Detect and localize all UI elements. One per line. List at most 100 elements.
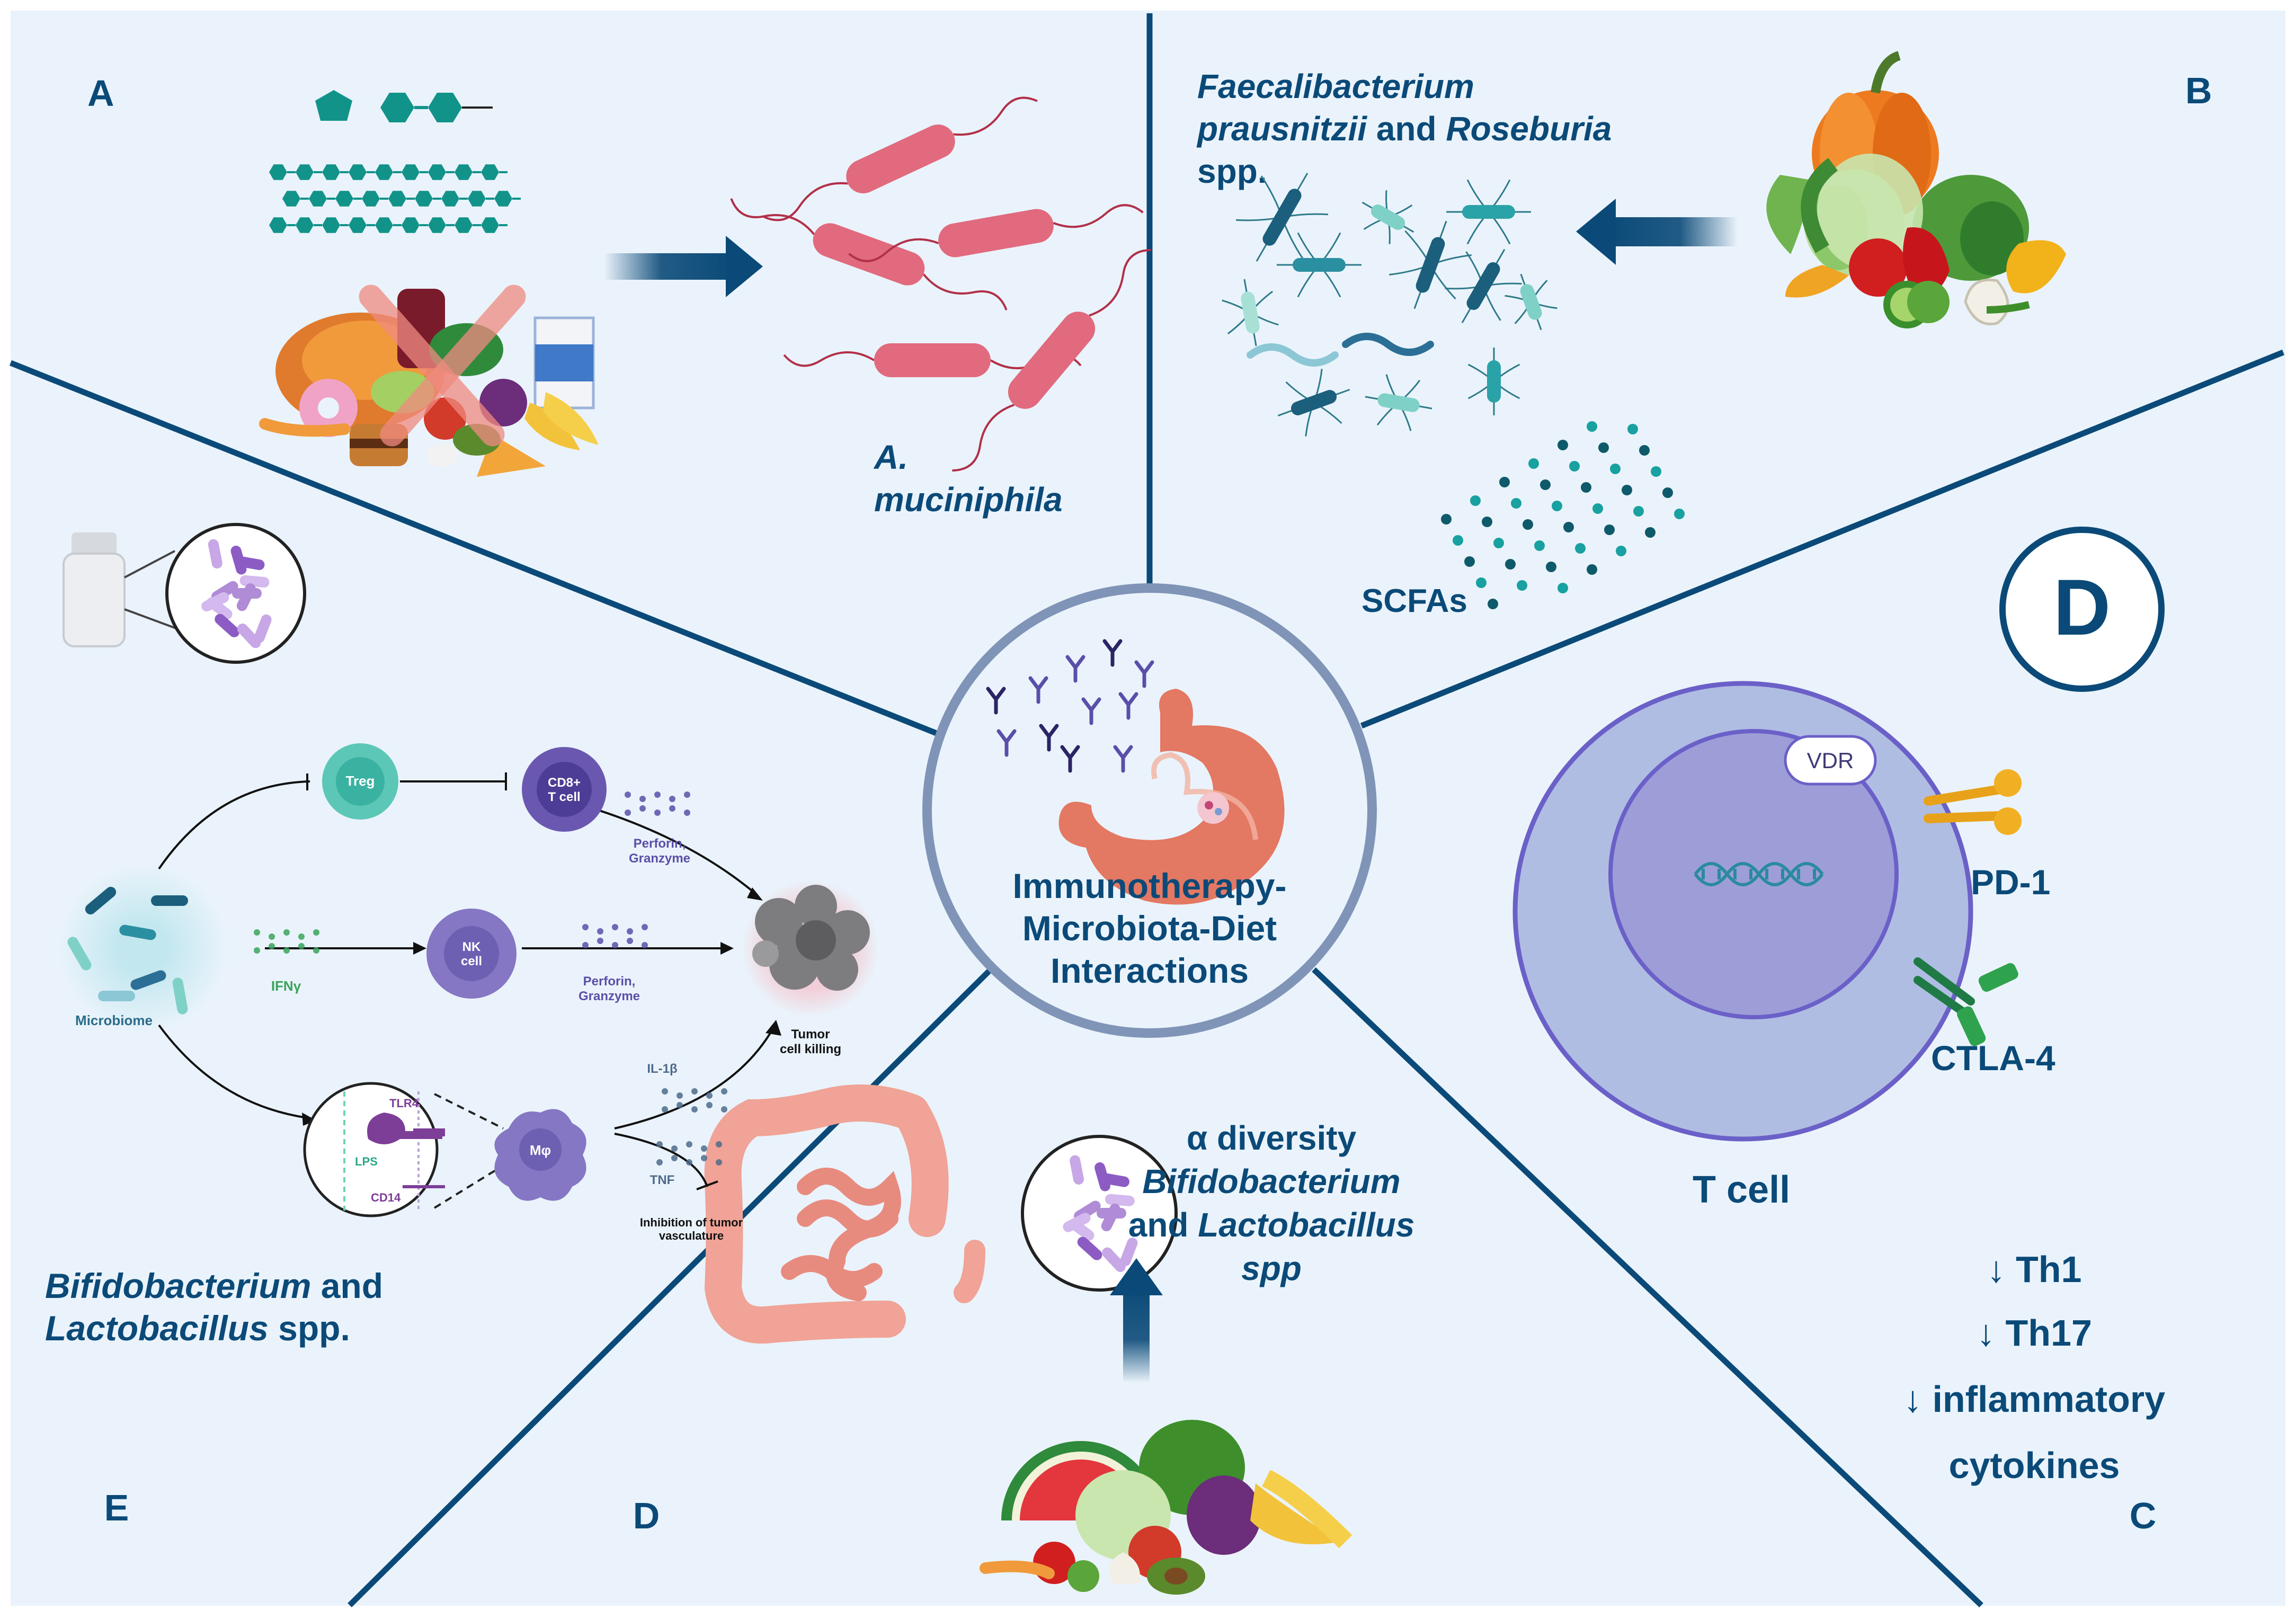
arrow-left-icon bbox=[1576, 199, 1738, 265]
arrow-up-icon bbox=[1110, 1258, 1163, 1383]
panel-d-and: and bbox=[1128, 1206, 1198, 1244]
perforin1-line1: Perforin, bbox=[634, 837, 686, 851]
microbiome-bacteria-icon bbox=[67, 886, 188, 1015]
tnf-label: TNF bbox=[650, 1173, 675, 1187]
ctla4-label: CTLA-4 bbox=[1931, 1038, 2055, 1078]
panel-d: D α diversity Bifidobacterium and Lactob… bbox=[633, 1084, 1415, 1595]
panel-b-title-and: and bbox=[1367, 110, 1446, 148]
polysaccharide-icon bbox=[315, 90, 493, 122]
divider-d-e bbox=[348, 967, 993, 1607]
microbiome-label: Microbiome bbox=[75, 1012, 153, 1028]
cd14-label: CD14 bbox=[371, 1191, 401, 1204]
pd1-receptor-icon bbox=[1924, 769, 2022, 835]
center-title-line1: Immunotherapy- bbox=[1012, 866, 1286, 905]
bacteria-name-line1: A. bbox=[873, 438, 908, 476]
scfa-label: SCFAs bbox=[1361, 583, 1467, 619]
lps-label: LPS bbox=[355, 1155, 378, 1168]
treg-label: Treg bbox=[346, 773, 375, 789]
microbiome-cluster bbox=[58, 864, 228, 1033]
nk-label-line1: NK bbox=[462, 940, 481, 954]
panel-e-lacto: Lactobacillus bbox=[45, 1309, 269, 1348]
arrow-right-icon bbox=[604, 236, 763, 297]
panel-e-bifido: Bifidobacterium bbox=[45, 1266, 311, 1305]
stomach-icon bbox=[1058, 689, 1285, 905]
il1b-label: IL-1β bbox=[647, 1062, 677, 1076]
butyrate-bacteria-icon bbox=[1222, 173, 1558, 437]
panel-d-letter: D bbox=[633, 1495, 660, 1536]
center-title-line2: Microbiota-Diet bbox=[1022, 909, 1277, 948]
akkermansia-bacteria-icon bbox=[730, 96, 1151, 472]
effect-th1: ↓ Th1 bbox=[1987, 1249, 2082, 1290]
bacteria-name-line2: muciniphila bbox=[874, 481, 1063, 519]
perforin2-line1: Perforin, bbox=[583, 974, 636, 989]
panel-b-title-species: prausnitzii bbox=[1196, 110, 1367, 148]
tumor-cells-icon bbox=[752, 885, 870, 991]
panel-d-line3: and Lactobacillus bbox=[1128, 1206, 1415, 1244]
t-cell-nucleus bbox=[1608, 729, 1899, 1019]
cd8-label-line2: T cell bbox=[548, 790, 580, 804]
effect-inflammatory: ↓ inflammatory bbox=[1903, 1378, 2165, 1420]
panel-b-title-roseburia: Roseburia bbox=[1446, 110, 1612, 148]
panel-dividers bbox=[9, 13, 2285, 1607]
panel-d-line4: spp bbox=[1241, 1249, 1302, 1287]
tlr4-label: TLR4 bbox=[389, 1097, 419, 1110]
inhibition-label-line1: Inhibition of tumor bbox=[640, 1216, 743, 1229]
divider-a-e bbox=[9, 360, 939, 737]
antibody-icons bbox=[986, 639, 1154, 773]
panel-c: D VDR PD-1 CTLA-4 T c bbox=[1512, 527, 2165, 1536]
panel-b: B Faecalibacterium prausnitzii and Roseb… bbox=[1196, 51, 2212, 619]
circled-letter-badge bbox=[1999, 527, 2165, 692]
panel-c-letter: C bbox=[2130, 1495, 2157, 1536]
panel-e-and: and bbox=[311, 1266, 383, 1305]
inhibition-label-line2: vasculature bbox=[659, 1229, 724, 1242]
divider-c-d bbox=[1312, 967, 1983, 1607]
panel-b-title-line1: Faecalibacterium bbox=[1197, 67, 1474, 105]
macrophage-cell: Mφ bbox=[494, 1109, 586, 1201]
nk-label-line2: cell bbox=[461, 954, 482, 968]
perforin1-line2: Granzyme bbox=[629, 851, 690, 866]
vdr-receptor bbox=[1784, 735, 1877, 786]
panel-e-spp: spp. bbox=[269, 1309, 350, 1348]
pd1-label: PD-1 bbox=[1971, 862, 2050, 902]
tlr4-inset bbox=[303, 1082, 439, 1217]
circled-letter: D bbox=[2053, 563, 2111, 652]
panel-a: A bbox=[87, 73, 1151, 519]
probiotic-bacteria-icon bbox=[201, 539, 272, 648]
membrane-icon bbox=[343, 1091, 420, 1211]
western-food-icon bbox=[259, 284, 599, 477]
ctla4-receptor-icon bbox=[1914, 957, 2018, 1046]
ifny-label: IFNγ bbox=[271, 978, 301, 994]
panel-b-title-line2: prausnitzii and Roseburia bbox=[1196, 110, 1612, 148]
panel-e-letter: E bbox=[104, 1487, 129, 1528]
vdr-label: VDR bbox=[1807, 748, 1854, 773]
dna-icon bbox=[1694, 862, 1824, 886]
panel-b-title-line3: spp. bbox=[1197, 152, 1267, 190]
immune-pathway-diagram: Microbiome bbox=[58, 743, 879, 1242]
magnified-bacteria-icon bbox=[1063, 1155, 1138, 1272]
panel-b-letter: B bbox=[2185, 70, 2212, 111]
fruits-vegetables-icon bbox=[980, 1420, 1352, 1595]
center-hub: Immunotherapy- Microbiota-Diet Interacti… bbox=[922, 583, 1377, 1038]
divider-b-c bbox=[1360, 349, 2285, 729]
panel-e-caption-line1: Bifidobacterium and bbox=[45, 1266, 383, 1305]
tlr4-receptor-icon bbox=[367, 1113, 445, 1144]
tumor-label-line1: Tumor bbox=[791, 1027, 830, 1042]
intestine-icon bbox=[704, 1084, 985, 1344]
tumor-label-line2: cell killing bbox=[780, 1042, 841, 1056]
macrophage-label: Mφ bbox=[530, 1142, 551, 1158]
panel-a-letter: A bbox=[87, 73, 114, 114]
t-cell-label: T cell bbox=[1693, 1169, 1790, 1211]
panel-d-line1: α diversity bbox=[1187, 1119, 1357, 1157]
panel-e-caption-line2: Lactobacillus spp. bbox=[45, 1309, 350, 1348]
perforin2-line2: Granzyme bbox=[579, 989, 640, 1003]
scfa-molecules-icon bbox=[1441, 421, 1685, 609]
cd8-label-line1: CD8+ bbox=[548, 776, 581, 790]
fiber-chains-icon bbox=[269, 164, 521, 233]
panel-d-line2: Bifidobacterium bbox=[1142, 1162, 1400, 1200]
center-title-line3: Interactions bbox=[1051, 951, 1249, 990]
effect-cytokines: cytokines bbox=[1949, 1445, 2120, 1486]
panel-e: E Microbiome bbox=[45, 523, 879, 1528]
vegetables-icon bbox=[1766, 51, 2066, 328]
panel-d-lactobacillus: Lactobacillus bbox=[1198, 1206, 1414, 1244]
